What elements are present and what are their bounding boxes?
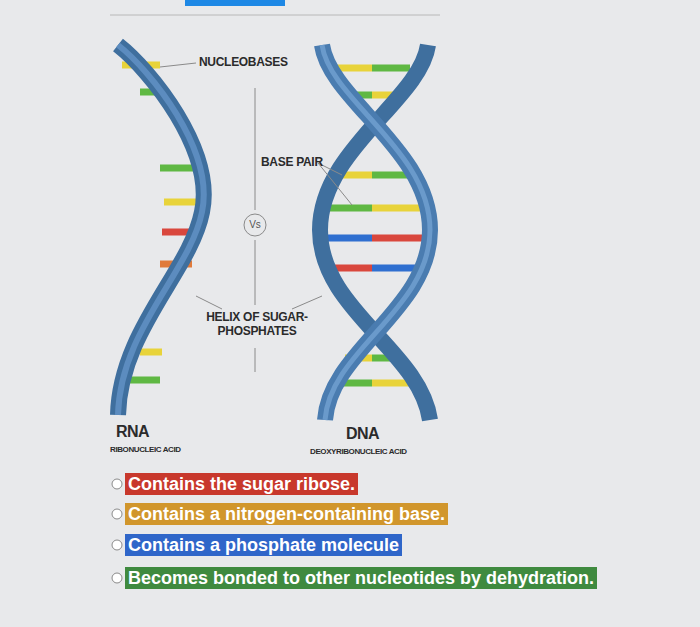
part-label: BASE PAIR bbox=[261, 156, 323, 170]
answer-option: Contains a phosphate molecule bbox=[125, 534, 402, 556]
leader-lines bbox=[160, 63, 352, 372]
radio-buttons bbox=[112, 479, 122, 583]
option-text: Contains a nitrogen-containing base. bbox=[128, 504, 445, 524]
rna-strand-highlight bbox=[118, 45, 204, 415]
rna-strand bbox=[118, 45, 204, 415]
molecule-full-name: RIBONUCLEIC ACID bbox=[110, 445, 181, 454]
rule bbox=[110, 15, 440, 16]
option-text: Contains a phosphate molecule bbox=[128, 535, 399, 555]
part-label: NUCLEOBASES bbox=[199, 56, 288, 70]
molecule-full-name: DEOXYRIBONUCLEIC ACID bbox=[310, 447, 407, 456]
vs-circle: Vs bbox=[242, 212, 268, 238]
molecule-name: RNA bbox=[116, 423, 149, 441]
answer-option: Contains a nitrogen-containing base. bbox=[125, 503, 448, 525]
molecule-name: DNA bbox=[346, 425, 379, 443]
option-text: Contains the sugar ribose. bbox=[128, 474, 355, 494]
answer-option: Contains the sugar ribose. bbox=[125, 473, 358, 495]
option-text: Becomes bonded to other nucleotides by d… bbox=[128, 568, 594, 588]
answer-option: Becomes bonded to other nucleotides by d… bbox=[125, 567, 597, 589]
dna-strand bbox=[322, 45, 430, 420]
dna-strand bbox=[320, 45, 430, 420]
part-label: HELIX OF SUGAR-PHOSPHATES bbox=[187, 311, 327, 339]
dna-strand-highlight bbox=[322, 45, 430, 420]
vs-text: Vs bbox=[242, 212, 268, 238]
top-bar bbox=[185, 0, 285, 6]
